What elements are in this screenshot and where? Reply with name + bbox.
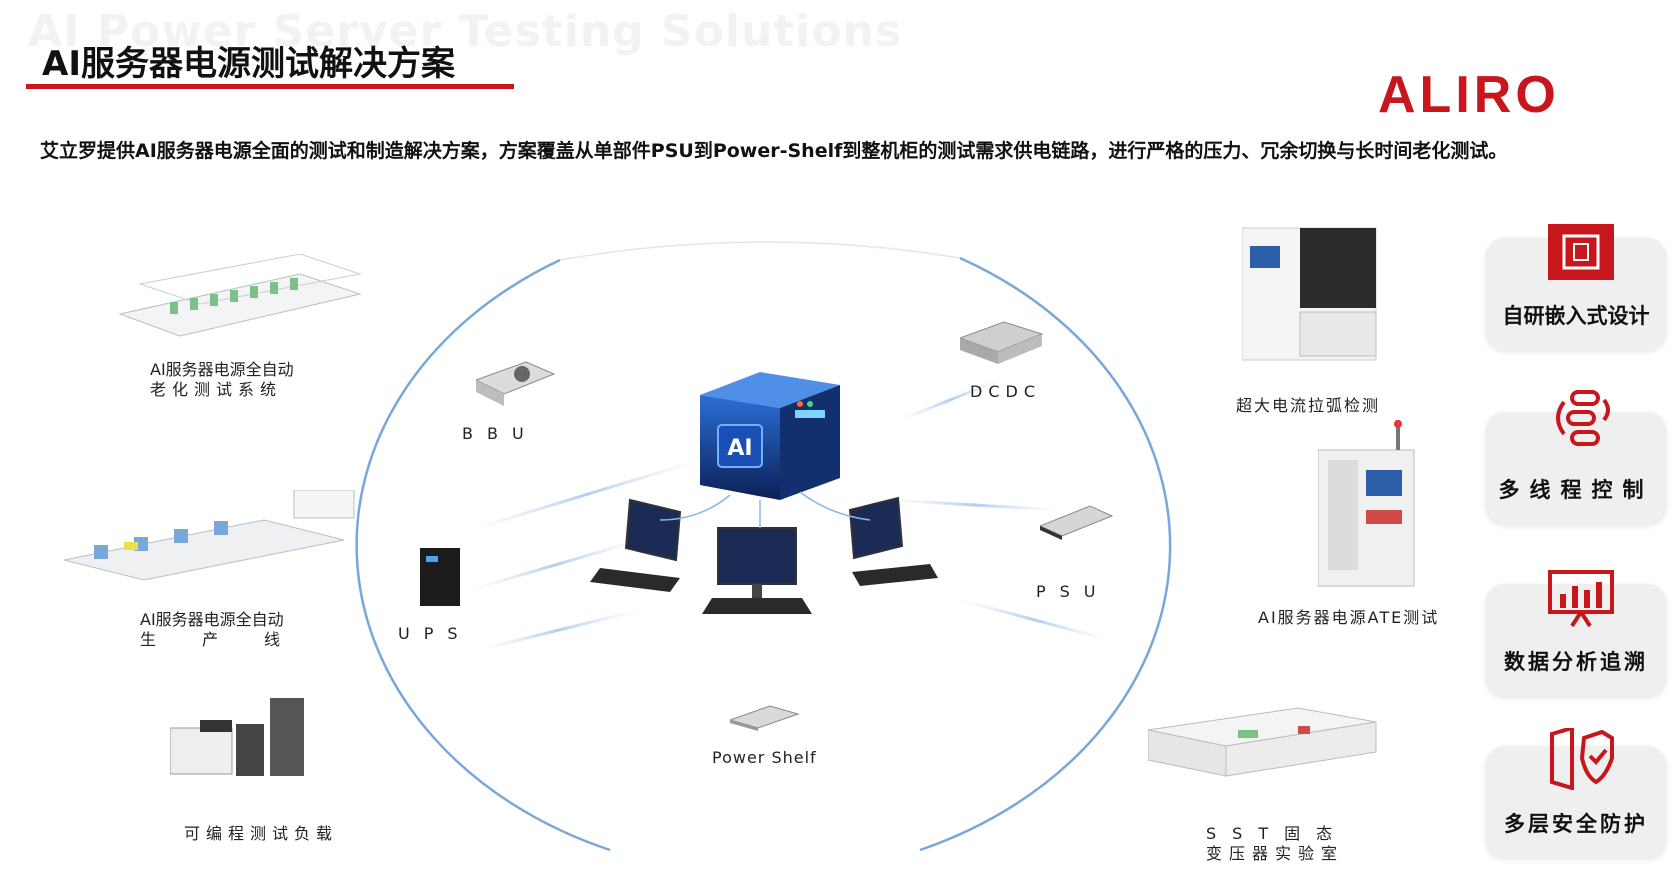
- connector-ups-top: [469, 538, 641, 592]
- connector-bbu: [469, 458, 701, 532]
- orbit-circle-right: [919, 256, 1172, 852]
- subtitle: 艾立罗提供AI服务器电源全面的测试和制造解决方案，方案覆盖从单部件PSU到Pow…: [40, 140, 1508, 162]
- feature-label-multithread: 多线程控制: [1498, 478, 1654, 502]
- label-psu: PSU: [1036, 582, 1110, 601]
- monitor-left: [590, 498, 682, 592]
- label-sst-line2: 变压器实验室: [1206, 844, 1345, 863]
- label-dcdc: DCDC: [970, 382, 1041, 401]
- power-shelf-illustration: [730, 705, 800, 731]
- feature-label-embedded: 自研嵌入式设计: [1502, 304, 1650, 328]
- label-arc-detection: 超大电流拉弧检测: [1236, 396, 1381, 415]
- psu-illustration: [1040, 505, 1114, 540]
- orbit-circle-left: [355, 258, 611, 852]
- aliro-logo-text: ALIRO: [1378, 66, 1560, 122]
- title-underline: [26, 84, 514, 89]
- orbit-top: [559, 241, 961, 261]
- connector-dcdc: [899, 378, 1001, 422]
- multithread-icon: [1556, 390, 1610, 446]
- ate-rack-illustration: [1318, 420, 1415, 587]
- ups-illustration: [420, 548, 460, 606]
- feature-card-security: 多层安全防护: [1486, 746, 1666, 858]
- label-aging-line1: AI服务器电源全自动: [150, 360, 294, 379]
- label-production-line2: 生产线: [140, 630, 327, 649]
- aliro-logo: ALIRO: [1378, 66, 1560, 122]
- label-aging-line2: 老化测试系统: [150, 380, 283, 399]
- connector-ups: [477, 608, 641, 652]
- page-title: AI服务器电源测试解决方案: [42, 44, 455, 84]
- label-production-line1: AI服务器电源全自动: [140, 610, 284, 629]
- label-ate-test: AI服务器电源ATE测试: [1258, 608, 1440, 627]
- security-shield-icon: [1550, 728, 1614, 790]
- monitor-center: [702, 527, 812, 614]
- programmable-load-illustration: [170, 698, 304, 776]
- feature-label-data-analysis: 数据分析追溯: [1504, 650, 1648, 674]
- monitor-right: [848, 496, 938, 586]
- ai-server-cube: AI: [700, 372, 840, 500]
- data-analysis-icon: [1548, 570, 1614, 628]
- feature-label-security: 多层安全防护: [1504, 812, 1648, 836]
- cube-wire-3: [799, 491, 871, 521]
- label-bbu: BBU: [462, 424, 538, 443]
- aging-system-illustration: [118, 254, 362, 337]
- embedded-chip-icon: [1548, 224, 1614, 280]
- sst-lab-illustration: [1148, 707, 1377, 777]
- label-ups: UPS: [398, 624, 472, 643]
- feature-card-embedded: 自研嵌入式设计: [1486, 238, 1666, 350]
- dcdc-illustration: [960, 321, 1044, 364]
- label-power-shelf: Power Shelf: [712, 748, 817, 767]
- connector-psu-top: [889, 498, 1061, 512]
- label-sst-line1: SST固态: [1206, 824, 1349, 843]
- label-programmable-load: 可编程测试负载: [184, 824, 339, 843]
- connector-psu: [959, 598, 1111, 642]
- ai-chip-label: AI: [727, 436, 752, 461]
- cube-wire-1: [659, 494, 731, 521]
- bbu-illustration: [476, 361, 556, 406]
- arc-detection-machine-illustration: [1242, 227, 1377, 361]
- watermark-title: AI Power Server Testing Solutions: [28, 6, 903, 57]
- production-line-illustration: [64, 490, 355, 580]
